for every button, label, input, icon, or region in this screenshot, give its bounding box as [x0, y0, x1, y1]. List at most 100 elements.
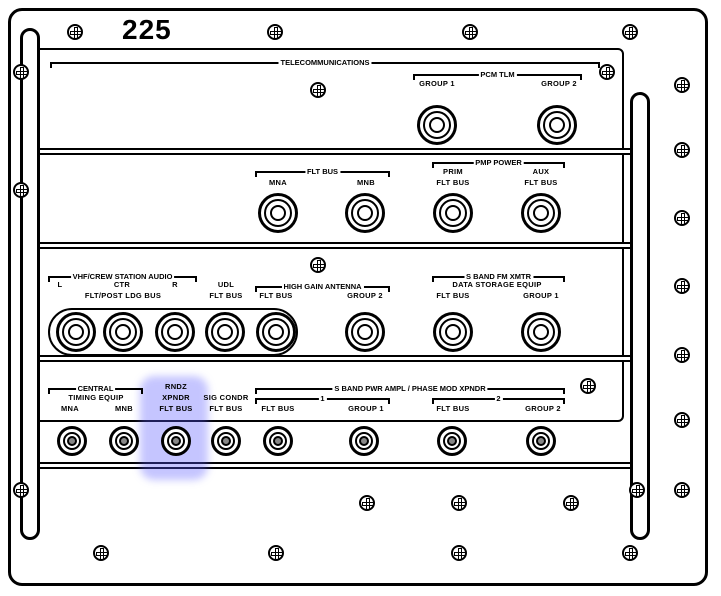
screw-icon: [13, 64, 29, 80]
left-handle[interactable]: [20, 28, 40, 540]
right-handle[interactable]: [630, 92, 650, 540]
group-label: S BAND FM XMTR: [464, 272, 533, 281]
screw-icon: [674, 77, 690, 93]
screw-icon: [674, 482, 690, 498]
group-bracket: HIGH GAIN ANTENNA: [255, 282, 390, 292]
breaker-label: AUX: [532, 167, 550, 176]
panel-number: 225: [122, 14, 172, 45]
group-label: VHF/CREW STATION AUDIO: [70, 272, 175, 281]
circuit-breaker-vhf-audio-r[interactable]: [155, 312, 195, 352]
circuit-breaker-hga-flt-bus[interactable]: [256, 312, 296, 352]
breaker-label: FLT BUS: [436, 291, 470, 300]
circuit-breaker-vhf-audio-l[interactable]: [56, 312, 96, 352]
breaker-label: MNA: [61, 404, 79, 413]
breaker-label: XPNDR: [162, 393, 190, 402]
breaker-label: FLT BUS: [209, 291, 243, 300]
breaker-label: PRIM: [443, 167, 463, 176]
circuit-breaker-hga-group-2[interactable]: [345, 312, 385, 352]
breaker-label: MNB: [357, 178, 375, 187]
circuit-breaker-sband-fm-group-1[interactable]: [521, 312, 561, 352]
rail-bar: [34, 242, 640, 249]
screw-icon: [580, 378, 596, 394]
screw-icon: [67, 24, 83, 40]
rail-bar: [34, 355, 640, 362]
breaker-label: TIMING EQUIP: [68, 393, 124, 402]
breaker-label: GROUP 2: [525, 404, 561, 413]
circuit-breaker-udl-flt-bus[interactable]: [205, 312, 245, 352]
screw-icon: [359, 495, 375, 511]
group-bracket: VHF/CREW STATION AUDIO: [48, 272, 197, 282]
rail-bar: [34, 148, 640, 155]
audio-breaker-group-outline: [48, 308, 298, 356]
group-label: FLT BUS: [304, 167, 341, 176]
breaker-label: DATA STORAGE EQUIP: [452, 280, 542, 289]
breaker-label: FLT BUS: [261, 404, 295, 413]
group-bracket: PMP POWER: [432, 158, 565, 168]
breaker-label: FLT BUS: [436, 178, 470, 187]
screw-icon: [310, 257, 326, 273]
inner-panel: [22, 48, 624, 422]
circuit-breaker-flt-bus-mnb[interactable]: [345, 193, 385, 233]
group-bracket: 2: [432, 394, 565, 404]
breaker-label: GROUP 2: [541, 79, 577, 88]
panel-frame: [8, 8, 708, 586]
circuit-breaker-pa-2-group-2[interactable]: [526, 426, 556, 456]
breaker-label: GROUP 1: [523, 291, 559, 300]
circuit-breaker-vhf-audio-ctr[interactable]: [103, 312, 143, 352]
group-bracket: PCM TLM: [413, 70, 582, 80]
breaker-label: FLT/POST LDG BUS: [84, 291, 162, 300]
group-label: 2: [494, 394, 503, 403]
screw-icon: [268, 545, 284, 561]
circuit-breaker-pa-1-group-1[interactable]: [349, 426, 379, 456]
circuit-breaker-pcm-tlm-group-1[interactable]: [417, 105, 457, 145]
group-bracket: S BAND FM XMTR: [432, 272, 565, 282]
group-bracket: TELECOMMUNICATIONS: [50, 58, 600, 68]
screw-icon: [310, 82, 326, 98]
group-bracket: 1: [255, 394, 390, 404]
screw-icon: [674, 278, 690, 294]
screw-icon: [622, 545, 638, 561]
group-label: HIGH GAIN ANTENNA: [281, 282, 364, 291]
circuit-breaker-cte-mnb[interactable]: [109, 426, 139, 456]
group-bracket: FLT BUS: [255, 167, 390, 177]
circuit-breaker-rndz-xpndr-flt-bus[interactable]: [161, 426, 191, 456]
circuit-breaker-sband-fm-flt-bus[interactable]: [433, 312, 473, 352]
screw-icon: [451, 545, 467, 561]
screw-icon: [13, 482, 29, 498]
breaker-label: CTR: [113, 280, 131, 289]
circuit-breaker-pa-1-flt-bus[interactable]: [263, 426, 293, 456]
screw-icon: [599, 64, 615, 80]
screw-icon: [622, 24, 638, 40]
group-bracket: S BAND PWR AMPL / PHASE MOD XPNDR: [255, 384, 565, 394]
circuit-breaker-sig-condr-flt-bus[interactable]: [211, 426, 241, 456]
breaker-label: MNB: [115, 404, 133, 413]
breaker-label: GROUP 2: [347, 291, 383, 300]
breaker-label: FLT BUS: [259, 291, 293, 300]
group-label: CENTRAL: [75, 384, 116, 393]
screw-icon: [13, 182, 29, 198]
circuit-breaker-pcm-tlm-group-2[interactable]: [537, 105, 577, 145]
group-label: PMP POWER: [473, 158, 524, 167]
breaker-label: FLT BUS: [159, 404, 193, 413]
circuit-breaker-cte-mna[interactable]: [57, 426, 87, 456]
breaker-label: GROUP 1: [419, 79, 455, 88]
breaker-label: FLT BUS: [436, 404, 470, 413]
circuit-breaker-pmp-power-aux[interactable]: [521, 193, 561, 233]
screw-icon: [674, 412, 690, 428]
screw-icon: [563, 495, 579, 511]
rail-bar: [34, 462, 640, 469]
screw-icon: [674, 210, 690, 226]
group-label: TELECOMMUNICATIONS: [278, 58, 372, 67]
breaker-label: MNA: [269, 178, 287, 187]
circuit-breaker-pmp-power-prim[interactable]: [433, 193, 473, 233]
breaker-label: UDL: [217, 280, 235, 289]
group-label: 1: [318, 394, 327, 403]
screw-icon: [462, 24, 478, 40]
circuit-breaker-pa-2-flt-bus[interactable]: [437, 426, 467, 456]
group-label: S BAND PWR AMPL / PHASE MOD XPNDR: [332, 384, 488, 393]
group-bracket: CENTRAL: [48, 384, 143, 394]
screw-icon: [93, 545, 109, 561]
circuit-breaker-flt-bus-mna[interactable]: [258, 193, 298, 233]
breaker-label: RNDZ: [164, 382, 188, 391]
breaker-label: FLT BUS: [209, 404, 243, 413]
